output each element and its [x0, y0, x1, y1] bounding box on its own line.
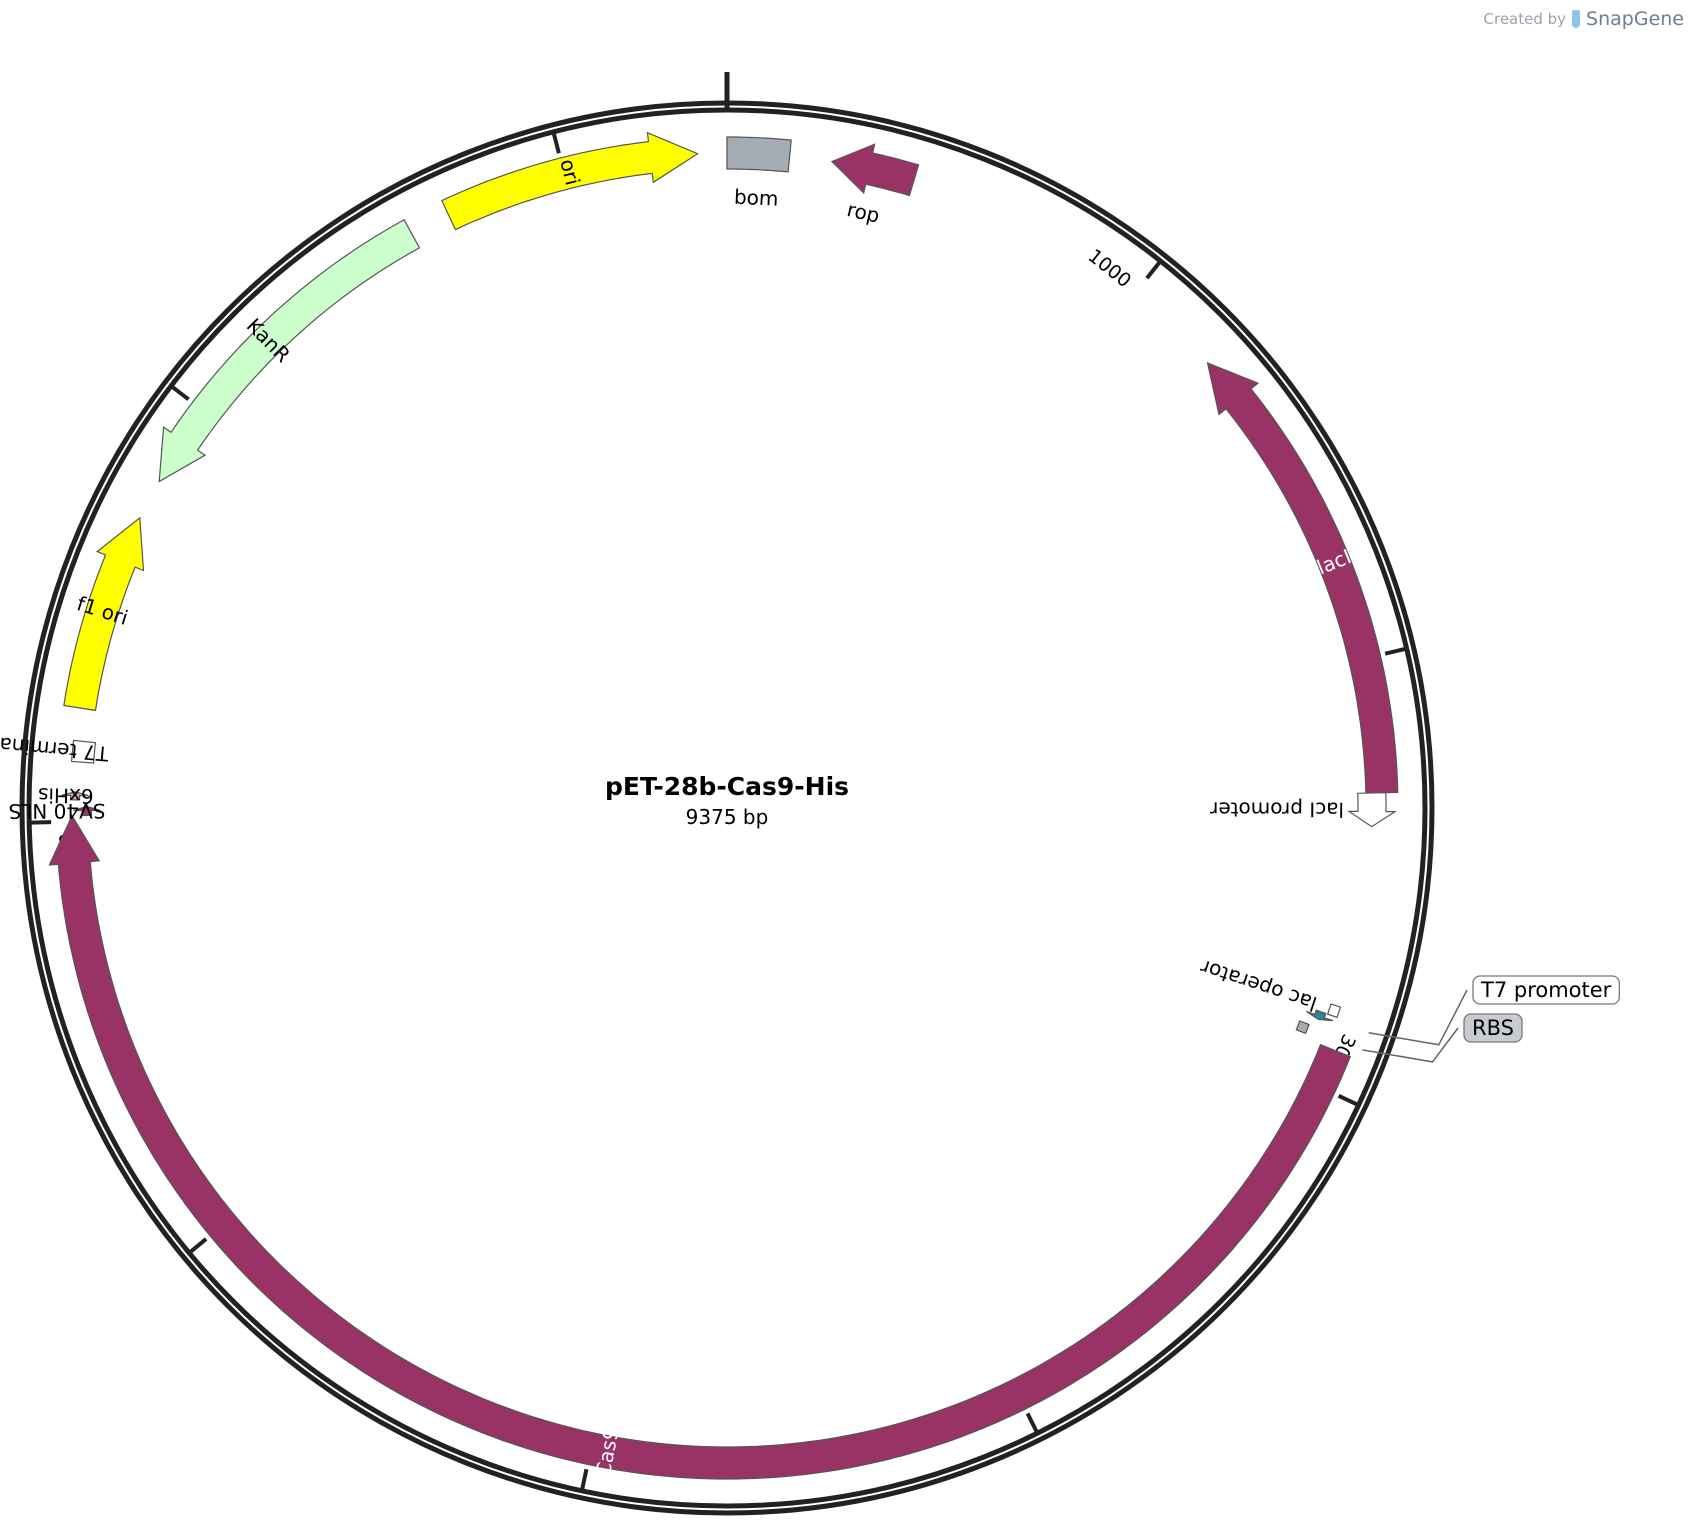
feature-label-SV40-NLS: SV40 NLS — [8, 799, 105, 823]
feature-shape-T7-promoter — [1305, 1009, 1333, 1022]
tick-3000 — [1337, 1094, 1358, 1107]
callout-leader-T7-promoter — [1368, 989, 1468, 1046]
feature-T7-terminator[interactable]: T7 terminator — [0, 730, 110, 766]
plasmid-backbone — [19, 72, 1435, 1516]
callout-RBS[interactable]: RBS — [1362, 1013, 1523, 1063]
feature-shape-6xHis — [61, 791, 89, 801]
callout-T7-promoter[interactable]: T7 promoter — [1368, 975, 1620, 1046]
tick-5000 — [580, 1468, 589, 1490]
snapgene-watermark: Created by SnapGene — [1484, 8, 1684, 30]
tick-9000 — [551, 133, 561, 154]
watermark-brand: SnapGene — [1586, 8, 1684, 30]
feature-shape-T7-terminator — [70, 739, 97, 764]
feature-lac-operator[interactable]: lac operator — [1197, 955, 1342, 1019]
tick-8000 — [171, 385, 190, 401]
feature-f1-ori[interactable]: f1 ori — [63, 516, 145, 712]
plasmid-size: 9375 bp — [686, 805, 769, 829]
feature-shape-RBS — [1295, 1020, 1310, 1035]
callout-box-T7-promoter — [1472, 975, 1620, 1005]
tick-1000 — [1145, 261, 1161, 280]
tick-6000 — [189, 1237, 208, 1254]
feature-bom[interactable]: bom — [726, 136, 792, 211]
feature-T7-promoter[interactable] — [1305, 1009, 1333, 1022]
snapgene-logo-icon — [1572, 10, 1581, 28]
feature-shape-lac-operator — [1326, 1003, 1342, 1019]
feature-label-rop: rop — [845, 197, 882, 228]
feature-label-lacI-promoter: lacI promoter — [1209, 797, 1344, 821]
tick-label-1000: 1000 — [1084, 245, 1136, 292]
feature-shape-f1-ori — [63, 516, 145, 712]
feature-shape-Cas9 — [48, 814, 1352, 1480]
feature-shape-ori — [441, 131, 699, 231]
callout-box-RBS — [1463, 1013, 1523, 1043]
backbone-inner-ring — [26, 107, 1428, 1509]
feature-label-bom: bom — [734, 185, 780, 211]
feature-RBS[interactable] — [1295, 1020, 1310, 1035]
watermark-prefix: Created by — [1483, 10, 1567, 28]
feature-Cas9[interactable]: Cas9 — [48, 814, 1352, 1480]
feature-rop[interactable]: rop — [830, 143, 920, 228]
plasmid-name: pET-28b-Cas9-His — [605, 772, 849, 801]
feature-shape-lacI-promoter — [1347, 792, 1398, 828]
feature-shape-SV40-NLS — [73, 805, 101, 817]
feature-label-T7-terminator: T7 terminator — [0, 730, 110, 766]
feature-lacI-promoter[interactable]: lacI promoter — [1209, 792, 1398, 828]
feature-shape-rop — [830, 143, 920, 197]
feature-6xHis[interactable]: 6xHis — [38, 783, 94, 808]
tick-2000 — [1384, 647, 1406, 656]
feature-shape-bom — [726, 136, 792, 173]
feature-SV40-NLS[interactable]: SV40 NLS — [8, 799, 105, 823]
callout-text-RBS: RBS — [1472, 1016, 1514, 1040]
feature-shape-KanR — [158, 218, 421, 483]
feature-ori[interactable]: ori — [441, 131, 699, 231]
feature-label-lac-operator: lac operator — [1197, 955, 1320, 1016]
callout-text-T7-promoter: T7 promoter — [1480, 978, 1612, 1002]
feature-label-6xHis: 6xHis — [38, 783, 94, 808]
feature-lacI[interactable]: lacI — [1206, 361, 1399, 794]
feature-shape-lacI — [1206, 361, 1399, 794]
feature-KanR[interactable]: KanR — [158, 218, 421, 483]
callout-leader-RBS — [1362, 1027, 1459, 1063]
tick-4000 — [1025, 1412, 1039, 1433]
